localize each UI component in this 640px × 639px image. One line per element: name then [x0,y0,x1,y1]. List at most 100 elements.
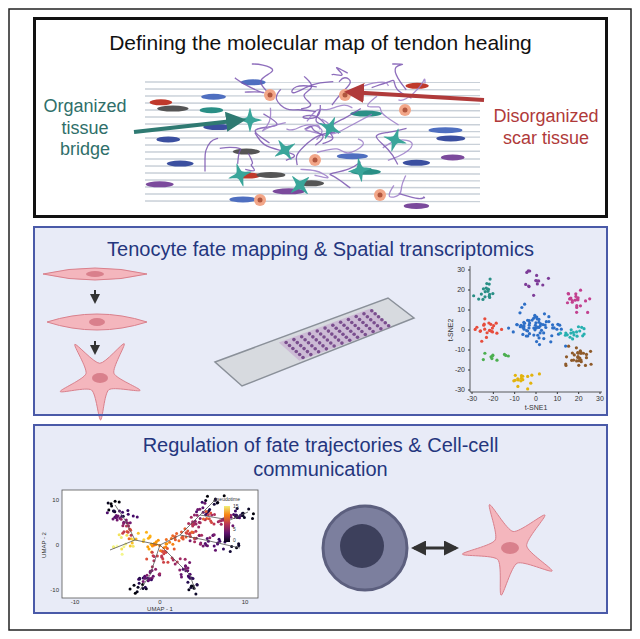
tick [468,270,470,271]
capture-spot [340,341,344,345]
cell-dot [158,573,161,576]
cell-dot [578,329,581,332]
cell-dot [146,574,149,577]
cell-dot [520,306,523,309]
cell-dot [558,324,561,327]
cell-dot [482,358,485,361]
cell-dot [204,499,207,502]
cell-dot [136,515,139,518]
cell-dot [542,337,545,340]
immune-cell [399,104,411,116]
cell-dot [121,524,124,527]
cell-dot [522,321,525,324]
cell-dot [194,530,197,533]
scar-fiber [205,138,218,171]
cell-dot [524,283,527,286]
cell-dot [535,340,538,343]
tenocyte [337,153,368,159]
cell-dot [159,549,162,552]
cell-dot [547,320,550,323]
capture-spot [327,329,331,333]
capture-spot [308,332,312,336]
capture-spot [310,344,314,348]
tenocyte [157,106,188,112]
collagen-fiber [145,172,480,174]
cell-dot [188,533,191,536]
scar-fiber [252,64,273,93]
capture-spot [371,330,375,334]
cell-dot [534,279,537,282]
cell-dot [189,539,192,542]
scar-fiber [300,169,328,178]
cell-dot [481,298,484,301]
cell-dot [129,587,132,590]
plot-frame [62,490,258,598]
cell-dot [188,561,191,564]
cell-dot [191,525,194,528]
cell-dot [522,324,525,327]
cell-dot [195,583,198,586]
cell-dot [483,328,486,331]
communication-arrow [414,547,456,550]
cell-dot [483,323,486,326]
panel-heading: Defining the molecular map of tendon hea… [61,30,581,55]
tick-label: 10 [457,306,465,314]
tendon-illustration [134,64,484,209]
cell-dot [214,549,217,552]
cell-dot [553,326,556,329]
capture-spot [307,341,311,345]
panel-heading: Tenocyte fate mapping & Spatial transcri… [61,237,581,261]
tick-label: 20 [575,395,583,403]
cell-dot [475,326,478,329]
cell-dot [210,521,213,524]
cell-dot [512,379,515,382]
tenocyte [201,94,226,100]
activated-cell [275,140,295,160]
cell-dot [205,510,208,513]
cell-dot [490,330,493,333]
tick-label: 10 [242,599,249,606]
cell-dot [229,550,232,553]
shape [9,9,631,630]
pointer-arrow [348,92,484,100]
cell-dot [571,301,574,304]
collagen-fiber [145,151,480,153]
cell-dot [194,593,197,596]
trajectory-illustration [62,490,552,598]
cell-dot [485,336,488,339]
cell-dot [213,513,216,516]
cell-dot [477,298,480,301]
capture-spot [339,321,343,325]
cell-dot [535,326,538,329]
cell-dot [518,311,521,314]
cell-dot [120,547,123,550]
cell-dot [533,315,536,318]
cell-dot [520,377,523,380]
cell-dot [492,324,495,327]
cell-dot [538,372,541,375]
cell-dot [112,545,115,548]
cell-dot [129,521,132,524]
color-bar [224,506,230,542]
cell-dot [143,576,146,579]
cell-dot [155,540,158,543]
legend-value: 15 [233,504,239,510]
cell-dot [589,350,592,353]
cell-dot [479,330,482,333]
cell-dot [120,536,123,539]
tick-label: -10 [71,599,80,606]
cell-dot [575,311,578,314]
cell-dot [485,282,488,285]
cell-dot [589,363,592,366]
cell-dot [566,301,569,304]
cell-dot [523,303,526,306]
cell-dot [252,512,255,515]
capture-spot [345,335,349,339]
callout-label: Organized tissue bridge [35,96,135,161]
capture-spot [326,338,330,342]
capture-spot [373,312,377,316]
capture-spot [356,336,360,340]
cell-dot [486,288,489,291]
cell-dot [532,334,535,337]
cell-dot [175,532,178,535]
